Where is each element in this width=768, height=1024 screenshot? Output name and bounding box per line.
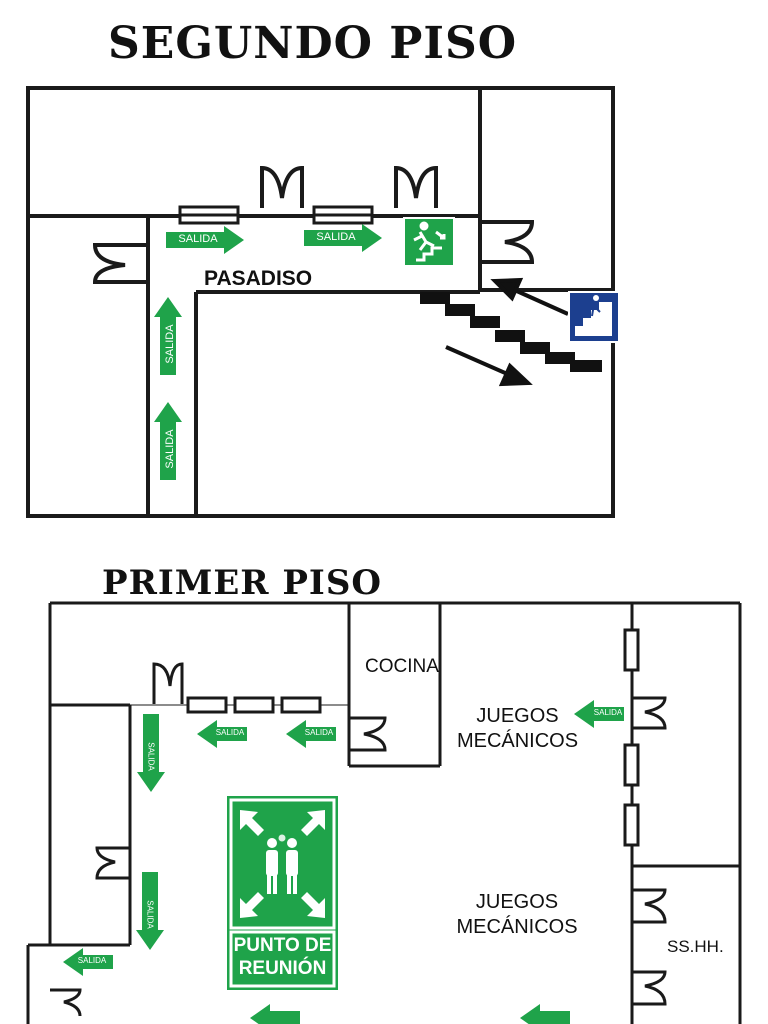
exit-arrow-label: SALIDA [146,742,156,771]
running-person-stairs-icon [413,221,446,262]
exit-arrow-label: SALIDA [164,429,176,469]
exit-arrow-label: SALIDA [215,728,245,737]
doors-second [92,166,535,284]
stair-arrows [445,277,569,387]
windows-first [186,628,640,847]
exit-arrow-label: SALIDA [145,900,155,929]
meeting-point-sign [225,794,340,992]
floor-title-first: PRIMER PISO [102,563,383,603]
staircase [420,292,602,372]
exit-arrow-label: SALIDA [593,708,623,717]
floor-title-second: SEGUNDO PISO [108,18,518,69]
corridor-label: PASADISO [204,267,313,290]
doors-first [50,662,667,1017]
stairs-sign [568,291,620,343]
second-floor-plan [26,86,615,518]
exit-arrow-label: SALIDA [316,231,356,243]
room-label-restroom: SS.HH. [667,937,724,956]
exit-arrow-label: SALIDA [77,956,107,965]
stairs-person-icon [575,295,612,336]
room-label-games-top: JUEGOS MECÁNICOS [456,705,579,752]
assembly-point-icon [240,810,325,918]
room-label-games-mid: JUEGOS MECÁNICOS [456,891,578,938]
emergency-exit-sign [403,217,455,267]
room-label-kitchen: COCINA [365,656,439,677]
windows-second [178,205,374,225]
exit-arrow-label: SALIDA [164,324,176,364]
exit-arrow-label: SALIDA [304,728,334,737]
exit-arrow-label: SALIDA [178,233,218,245]
exit-arrows-second [154,224,382,480]
meeting-point-label: PUNTO DE REUNIÓN [233,935,332,979]
